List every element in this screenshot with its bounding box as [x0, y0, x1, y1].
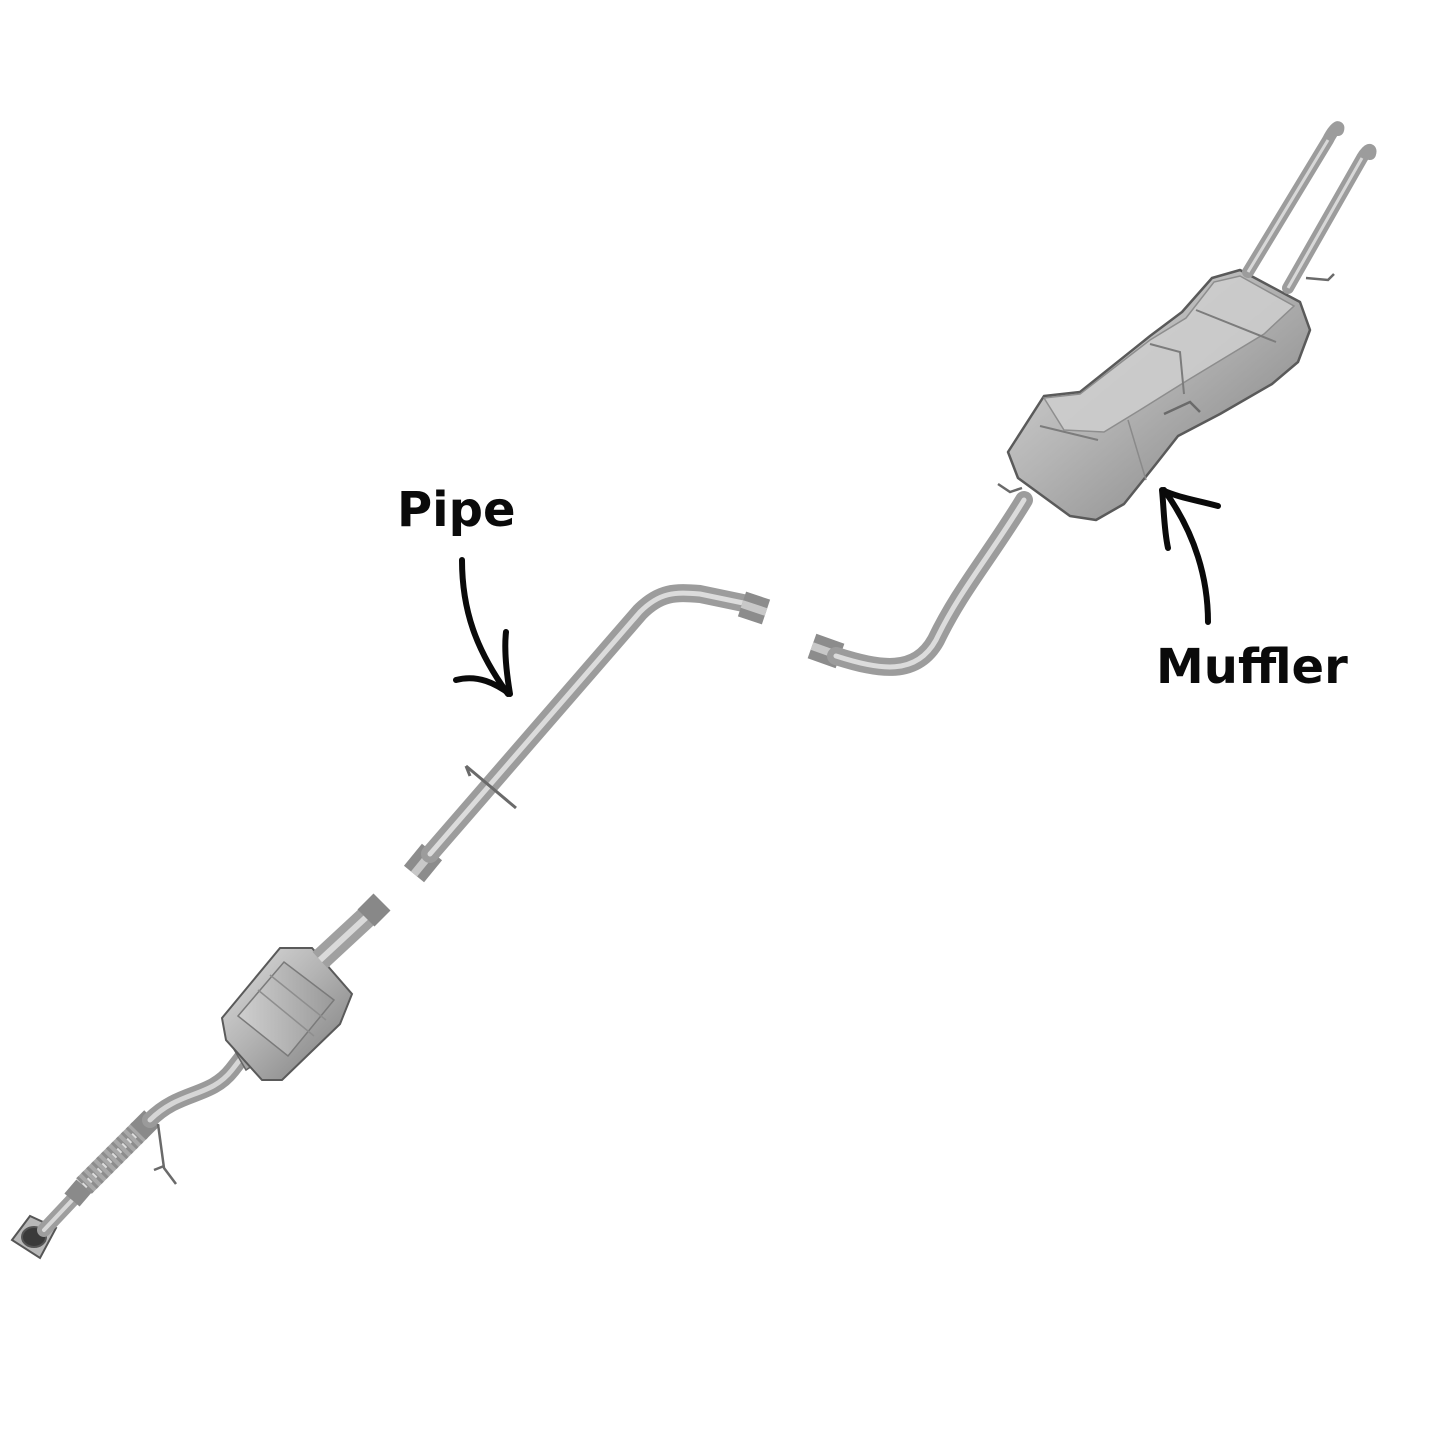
catalytic-converter — [220, 893, 391, 1081]
pipe-callout-arrow — [453, 557, 513, 697]
muffler-assembly — [807, 121, 1377, 676]
muffler-icon — [1006, 268, 1312, 522]
pipe-icon — [403, 584, 771, 883]
flex-pipe-icon — [76, 1122, 148, 1194]
muffler-label: Muffler — [1156, 639, 1348, 695]
front-pipe-with-flex — [10, 1044, 254, 1260]
catalytic-converter-icon — [220, 893, 391, 1081]
intermediate-pipe — [403, 584, 771, 883]
muffler-callout-arrow — [1159, 487, 1221, 625]
tailpipe-icon — [1242, 121, 1377, 294]
pipe-label: Pipe — [397, 482, 516, 538]
